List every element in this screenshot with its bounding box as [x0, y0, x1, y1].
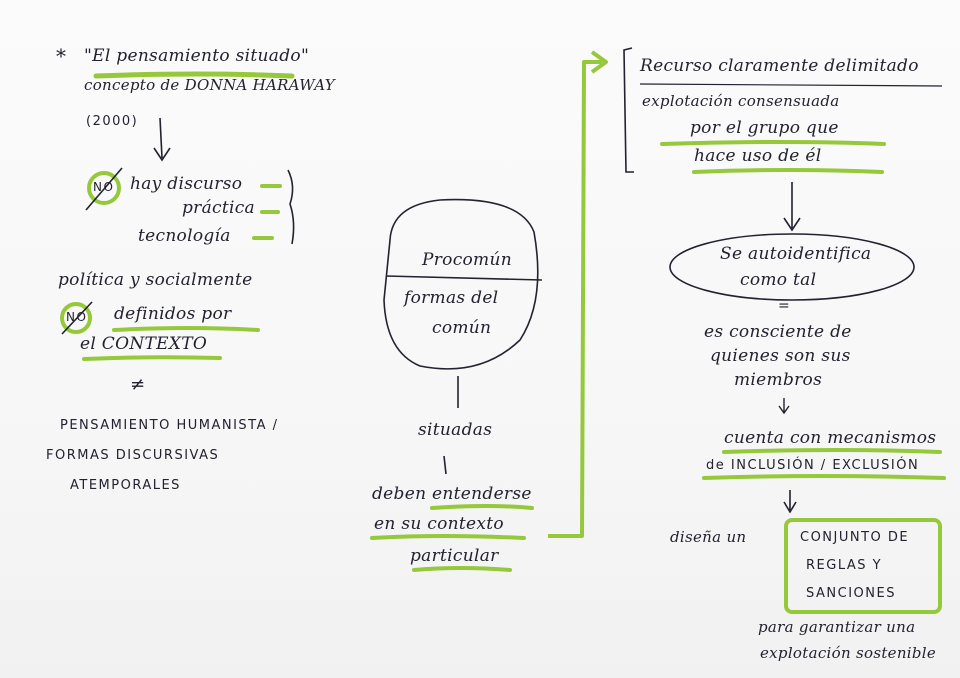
highlight-inclusion [702, 474, 946, 480]
concept-year: (2000) [86, 114, 139, 129]
situadas-label: situadas [418, 420, 493, 440]
underline-recurso [639, 83, 943, 87]
humanista-line3: ATEMPORALES [70, 478, 181, 493]
arrow-down-year [153, 117, 171, 162]
formas-line1: formas del [404, 288, 499, 308]
equals-sign: = [778, 298, 791, 314]
humanista-line2: FORMAS DISCURSIVAS [46, 448, 220, 463]
no-label-1: NO [93, 180, 115, 194]
highlight-definidos [112, 326, 260, 332]
highlight-recurso [660, 140, 886, 146]
arrow-recurso-oval [783, 182, 801, 232]
arrow-miembros-cuenta [778, 398, 790, 415]
highlight-particular [412, 566, 512, 572]
highlight-cuenta [722, 448, 942, 454]
deben-line1: deben entenderse [372, 484, 532, 504]
definidos-text: definidos por [114, 304, 232, 324]
asterisk-marker: * [56, 44, 67, 68]
no-label-2: NO [66, 310, 88, 324]
no-circle-1 [87, 171, 121, 205]
recurso-line1: Recurso claramente delimitado [640, 56, 919, 76]
formas-line2: común [432, 318, 492, 338]
conjunto-box [784, 518, 942, 614]
procomun-divider [385, 275, 543, 281]
line-situadas-deben [443, 455, 447, 475]
highlight-contexto-center [370, 534, 526, 540]
deben-line2: en su contexto [374, 514, 504, 534]
highlight-hace-uso [692, 168, 884, 174]
recurso-line3: por el grupo que [690, 118, 839, 138]
consciente-line1: es consciente de [704, 322, 852, 342]
garantizar-line2: explotación sostenible [760, 644, 937, 662]
not-equal-sign: ≠ [130, 374, 146, 395]
connector-arrowhead [590, 50, 608, 74]
no-strike-1 [85, 167, 123, 211]
recurso-line4: hace uso de él [694, 146, 822, 166]
no-strike-2 [61, 301, 93, 335]
procomun-label: Procomún [422, 250, 512, 270]
cuenta-line1: cuenta con mecanismos [724, 428, 937, 448]
contexto-text: el CONTEXTO [80, 334, 208, 354]
list-tecnologia: tecnología [138, 226, 231, 246]
brace-list [287, 169, 295, 245]
highlight-concept-title [93, 71, 295, 79]
garantizar-line1: para garantizar una [758, 618, 916, 636]
concept-author: concepto de DONNA HARAWAY [84, 76, 335, 94]
connector-arrow [548, 60, 602, 538]
arrow-cuenta-conjunto [783, 490, 797, 514]
consciente-line2: quienes son sus [710, 346, 851, 366]
highlight-entenderse [430, 504, 534, 510]
humanista-line1: PENSAMIENTO HUMANISTA / [60, 418, 279, 433]
autoidentifica-line2: como tal [740, 270, 817, 290]
politica-text: política y socialmente [58, 270, 253, 290]
conjunto-line3: SANCIONES [806, 586, 896, 601]
procomun-blob [383, 198, 539, 370]
concept-title: "El pensamiento situado" [84, 46, 310, 66]
list-discurso: hay discurso [130, 174, 243, 194]
conjunto-line1: CONJUNTO DE [800, 530, 910, 545]
autoidentifica-line1: Se autoidentifica [720, 244, 872, 264]
consciente-line3: miembros [734, 370, 823, 390]
bracket-recurso [623, 47, 634, 173]
conjunto-line2: REGLAS Y [806, 558, 883, 573]
cuenta-line2: de INCLUSIÓN / EXCLUSIÓN [706, 458, 920, 473]
list-practica: práctica [182, 198, 255, 218]
deben-line3: particular [410, 546, 499, 566]
disena-label: diseña un [670, 528, 747, 546]
no-circle-2 [60, 302, 92, 334]
recurso-line2: explotación consensuada [642, 92, 840, 110]
highlight-contexto [82, 355, 222, 361]
autoidentifica-oval [669, 233, 915, 301]
